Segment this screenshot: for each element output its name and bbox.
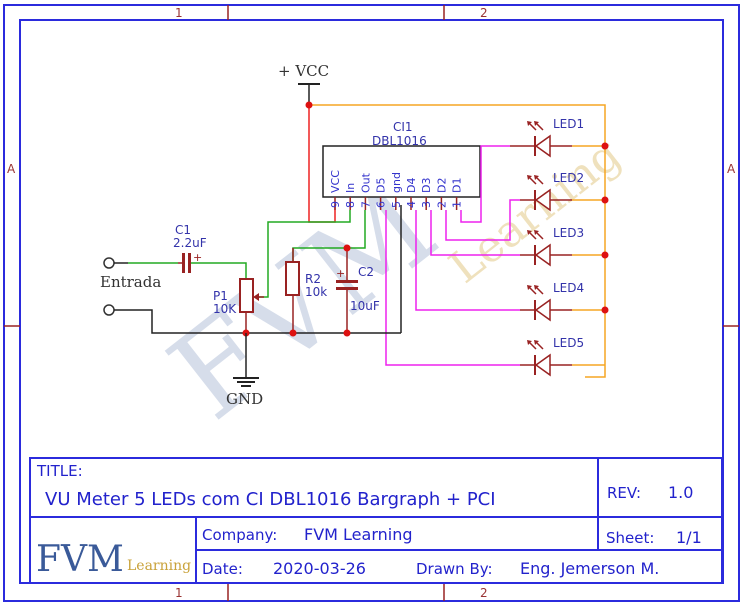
junction xyxy=(601,142,609,150)
junction xyxy=(601,306,609,314)
c1-plate xyxy=(188,253,191,273)
r2-body xyxy=(285,261,300,296)
title-label: TITLE: xyxy=(36,462,83,480)
sheet-value: 1/1 xyxy=(676,528,702,547)
input-terminal[interactable] xyxy=(103,257,115,269)
ic-pin-name: D5 xyxy=(375,178,388,193)
ic-body xyxy=(322,145,481,198)
company-value: FVM Learning xyxy=(304,525,413,544)
c1-value: 2.2uF xyxy=(173,236,207,250)
ic-pin-name: D3 xyxy=(420,178,433,193)
ic-pin-number: 2 xyxy=(435,201,448,208)
c2-plate xyxy=(336,280,358,283)
wire-ic-in xyxy=(257,210,351,298)
column-label: 2 xyxy=(480,586,488,600)
junction xyxy=(289,329,297,337)
ic-pin-name: D2 xyxy=(435,178,448,193)
ic-part: DBL1016 xyxy=(372,134,427,148)
ic-ref: CI1 xyxy=(393,120,413,134)
logo-fvm: FVM xyxy=(36,539,124,580)
p1-body xyxy=(239,278,254,313)
date-label: Date: xyxy=(202,560,243,578)
ic-pin-name: In xyxy=(344,183,357,193)
ic-pin-number: 9 xyxy=(329,201,342,208)
ic-pin-number: 7 xyxy=(359,201,372,208)
input-ground-terminal[interactable] xyxy=(103,304,115,316)
led-label: LED3 xyxy=(553,226,584,240)
title-block xyxy=(29,457,723,584)
r2-value: 10k xyxy=(305,285,327,299)
ic-pin-number: 1 xyxy=(451,201,464,208)
wire-led-anode-rail xyxy=(309,104,606,378)
c2-ref: C2 xyxy=(358,265,374,279)
rev-label: REV: xyxy=(607,484,641,502)
wire-d2 xyxy=(445,199,520,241)
c1-plate xyxy=(182,253,185,273)
wire-d1 xyxy=(460,145,510,223)
title-text: VU Meter 5 LEDs com CI DBL1016 Bargraph … xyxy=(45,489,496,510)
led-3: LED3 xyxy=(520,226,609,267)
svg-text:+: + xyxy=(336,267,345,280)
ic-pin-name: gnd xyxy=(390,172,403,193)
junction xyxy=(343,244,351,252)
c2-value: 10uF xyxy=(350,299,380,313)
led-2: LED2 xyxy=(520,171,609,212)
ic-pin-number: 5 xyxy=(390,201,403,208)
date-value: 2020-03-26 xyxy=(273,559,366,578)
led-label: LED5 xyxy=(553,336,584,350)
ic-pin-name: Out xyxy=(359,172,372,193)
logo-learning: Learning xyxy=(127,558,191,574)
junction xyxy=(305,101,313,109)
ic-pin-number: 3 xyxy=(420,201,433,208)
junction xyxy=(601,196,609,204)
led-label: LED1 xyxy=(553,117,584,131)
wire-d5 xyxy=(385,210,520,366)
input-label: Entrada xyxy=(100,273,161,291)
svg-text:+: + xyxy=(193,251,202,264)
drawn-by-value: Eng. Jemerson M. xyxy=(520,559,659,578)
junction xyxy=(601,251,609,259)
c1-ref: C1 xyxy=(175,223,191,237)
drawn-by-label: Drawn By: xyxy=(416,560,493,578)
p1-ref: P1 xyxy=(213,289,228,303)
wire-ground xyxy=(114,309,401,334)
c2-plate xyxy=(336,287,358,290)
column-label: 1 xyxy=(175,6,183,20)
vcc-label: + VCC xyxy=(278,62,329,80)
ic-pin-number: 4 xyxy=(405,201,418,208)
watermark-fvm: FVM xyxy=(146,157,462,447)
ic-pin-number: 8 xyxy=(344,201,357,208)
wire-d3 xyxy=(430,210,520,256)
company-label: Company: xyxy=(202,526,277,544)
p1-value: 10K xyxy=(213,302,237,316)
sheet-label: Sheet: xyxy=(606,529,654,547)
led-4: LED4 xyxy=(520,281,609,322)
gnd-label: GND xyxy=(226,390,263,408)
led-label: LED2 xyxy=(553,171,584,185)
rev-value: 1.0 xyxy=(668,483,693,502)
ic-pin-number: 6 xyxy=(375,201,388,208)
led-1: LED1 xyxy=(510,117,609,158)
row-label: A xyxy=(727,162,736,176)
r2-ref: R2 xyxy=(305,272,321,286)
junction xyxy=(343,329,351,337)
led-label: LED4 xyxy=(553,281,584,295)
ic-pin-name: D1 xyxy=(451,178,464,193)
outer-frame xyxy=(3,4,740,602)
ic-pin-name: D4 xyxy=(405,178,418,193)
column-label: 2 xyxy=(480,6,488,20)
ic-pins: VCC 9 In 8 Out 7 D5 6 gnd 5 D4 4 D3 3 D2 2 D1 1 xyxy=(329,170,464,210)
column-label: 1 xyxy=(175,586,183,600)
wire-d4 xyxy=(415,210,520,311)
row-label: A xyxy=(7,162,16,176)
led-5: LED5 xyxy=(520,336,605,377)
ic-pin-name: VCC xyxy=(329,170,342,193)
p1-wiper xyxy=(253,293,259,301)
